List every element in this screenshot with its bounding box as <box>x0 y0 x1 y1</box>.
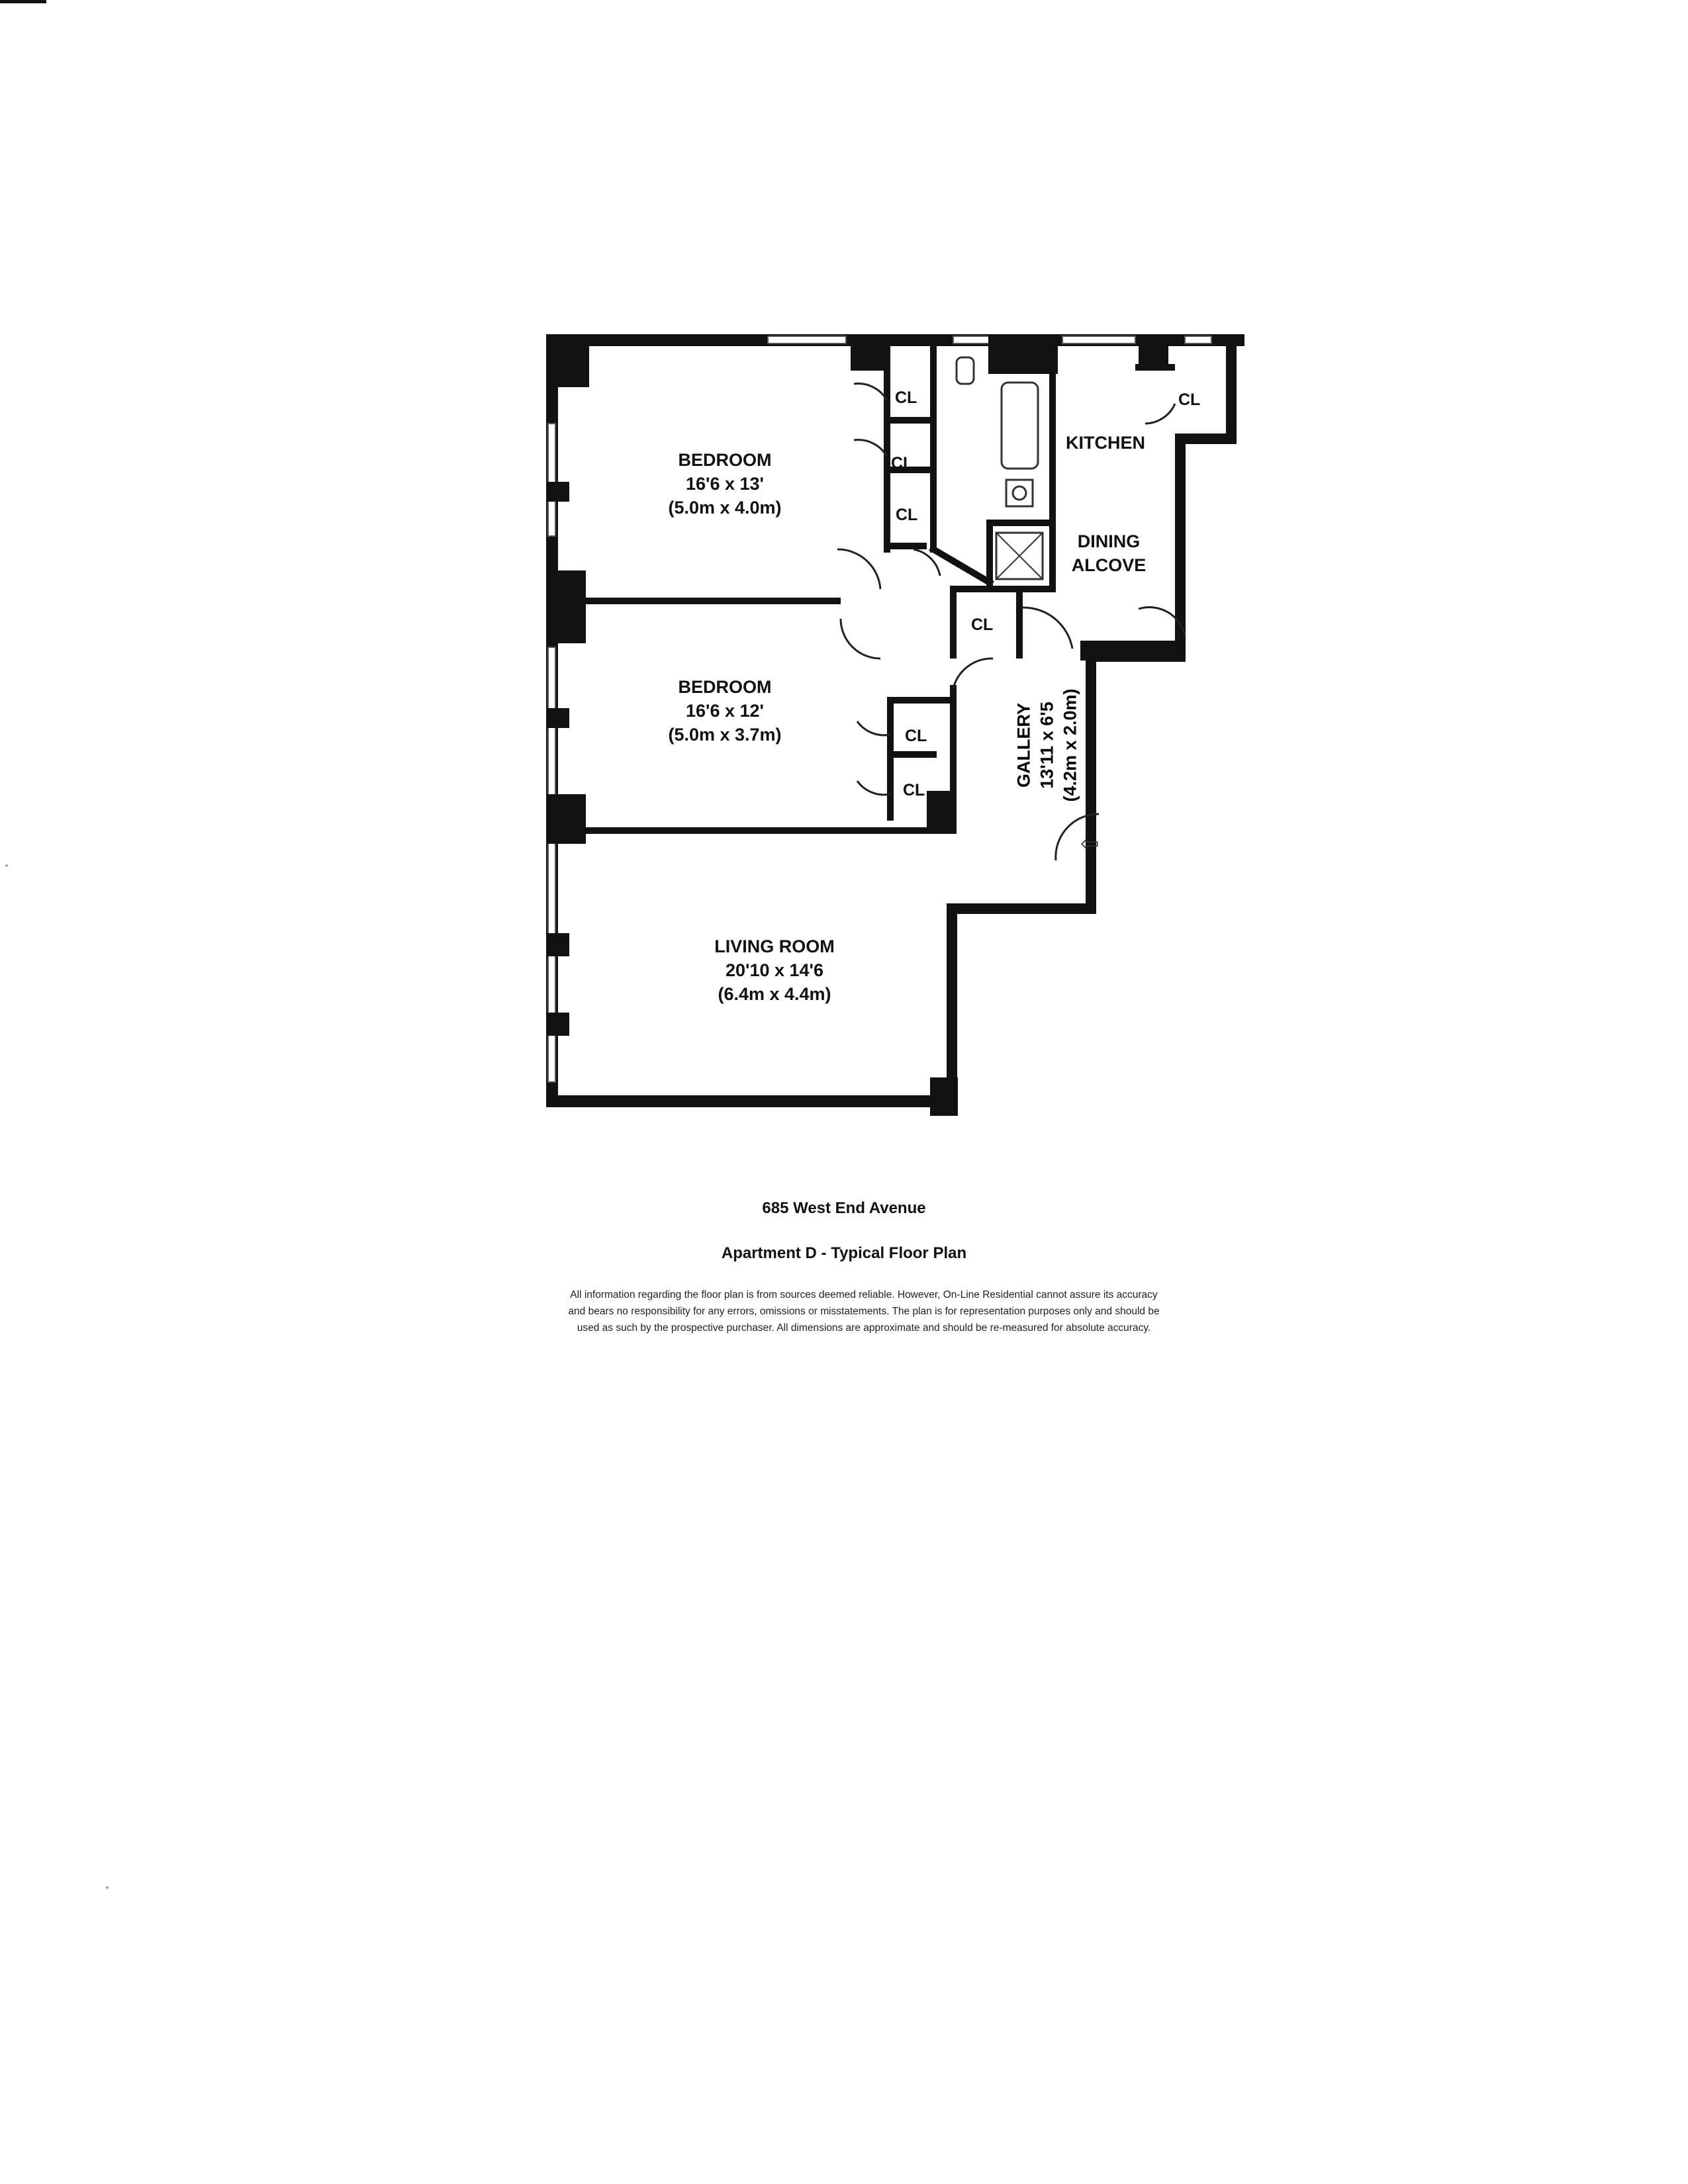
room-size-metric: (5.0m x 4.0m) <box>668 498 782 518</box>
room-name: BEDROOM <box>678 450 772 470</box>
structural-piers <box>546 334 1168 1116</box>
room-size-metric: (4.2m x 2.0m) <box>1060 688 1080 802</box>
toilet-icon <box>955 356 975 385</box>
closet-label: CL <box>1178 390 1201 409</box>
closet-label: CL <box>903 781 925 799</box>
closet-label: CL <box>896 506 918 524</box>
living-room-label: LIVING ROOM 20'10 x 14'6 (6.4m x 4.4m) <box>688 934 861 1006</box>
north-windows <box>767 336 1212 344</box>
room-size-imperial: 20'10 x 14'6 <box>726 960 823 980</box>
bathtub-icon <box>1000 381 1039 470</box>
bedroom-1-label: BEDROOM 16'6 x 13' (5.0m x 4.0m) <box>645 448 804 520</box>
plan-title: Apartment D - Typical Floor Plan <box>721 1244 967 1262</box>
scan-speck <box>106 1886 109 1889</box>
south-wall <box>546 1095 953 1107</box>
closet-label: CL <box>971 615 994 634</box>
kitchen-label: KITCHEN <box>1053 431 1158 455</box>
room-name-line-1: DINING <box>1077 531 1141 551</box>
room-size-metric: (5.0m x 3.7m) <box>668 725 782 745</box>
room-size-imperial: 13'11 x 6'5 <box>1037 702 1057 789</box>
closet-label: CL <box>895 388 917 407</box>
scan-corner-mark <box>0 0 46 3</box>
gallery-south-wall <box>947 903 1096 914</box>
scan-speck <box>5 864 8 867</box>
room-name-line-2: ALCOVE <box>1071 555 1147 575</box>
living-east-wall <box>947 903 957 1107</box>
kitchen-east-wall <box>1175 433 1186 662</box>
interior-walls <box>555 343 1175 834</box>
disclaimer: All information regarding the floor plan… <box>568 1289 1160 1334</box>
dining-alcove-label: DINING ALCOVE <box>1056 529 1162 577</box>
bedroom-2-label: BEDROOM 16'6 x 12' (5.0m x 3.7m) <box>645 675 804 747</box>
closet-label: CL <box>891 454 914 473</box>
west-windows <box>547 423 556 1083</box>
room-name: LIVING ROOM <box>714 936 835 956</box>
gallery-east-wall <box>1086 641 1096 914</box>
doors <box>837 383 1186 861</box>
room-size-imperial: 16'6 x 12' <box>686 701 764 721</box>
bathroom-fixtures <box>955 356 1044 580</box>
room-size-imperial: 16'6 x 13' <box>686 474 764 494</box>
address-caption: 685 West End Avenue <box>762 1199 926 1217</box>
room-name: KITCHEN <box>1066 433 1145 453</box>
closet-label: CL <box>905 727 927 745</box>
room-name: BEDROOM <box>678 677 772 697</box>
room-name: GALLERY <box>1013 703 1034 788</box>
entry-arrow-icon: ⇦ <box>1080 831 1100 856</box>
closet-east-wall <box>1226 334 1237 444</box>
room-size-metric: (6.4m x 4.4m) <box>718 984 831 1004</box>
